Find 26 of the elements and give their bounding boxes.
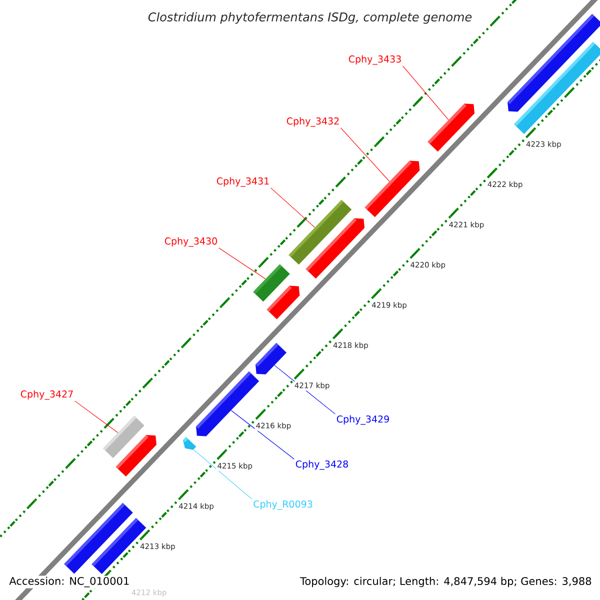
gene-label: Cphy_3429	[336, 415, 389, 425]
gene-label: Cphy_3432	[286, 117, 339, 127]
gene-label: Cphy_3427	[20, 390, 73, 400]
gene-label: Cphy_R0093	[254, 500, 312, 510]
leader-line	[230, 410, 294, 460]
gene-bar	[183, 436, 196, 450]
gene-bar	[306, 218, 365, 279]
leader-line	[193, 449, 252, 500]
footer-text: Accession: NC_010001	[8, 576, 131, 588]
gene-label: Cphy_3433	[348, 55, 401, 65]
footer-text: Topology: circular; Length: 4,847,594 bp; Genes: 3,988	[299, 576, 593, 588]
leader-line	[270, 188, 316, 228]
leader-line	[402, 66, 449, 120]
gene-bar	[116, 434, 156, 477]
leader-line	[74, 400, 118, 433]
leader-line	[340, 128, 390, 182]
gene-bar	[514, 42, 600, 134]
gene-label: Cphy_3431	[216, 177, 269, 187]
gene-label: Cphy_3430	[164, 237, 217, 247]
gene-bar	[364, 160, 420, 218]
gene-label: Cphy_3428	[296, 460, 348, 470]
gene-bar	[255, 342, 287, 374]
gene-bar	[266, 286, 300, 320]
leader-line	[218, 248, 266, 280]
title: Clostridium phytofermentans ISDg, complete genome	[148, 12, 472, 24]
gene-bar	[428, 104, 475, 152]
